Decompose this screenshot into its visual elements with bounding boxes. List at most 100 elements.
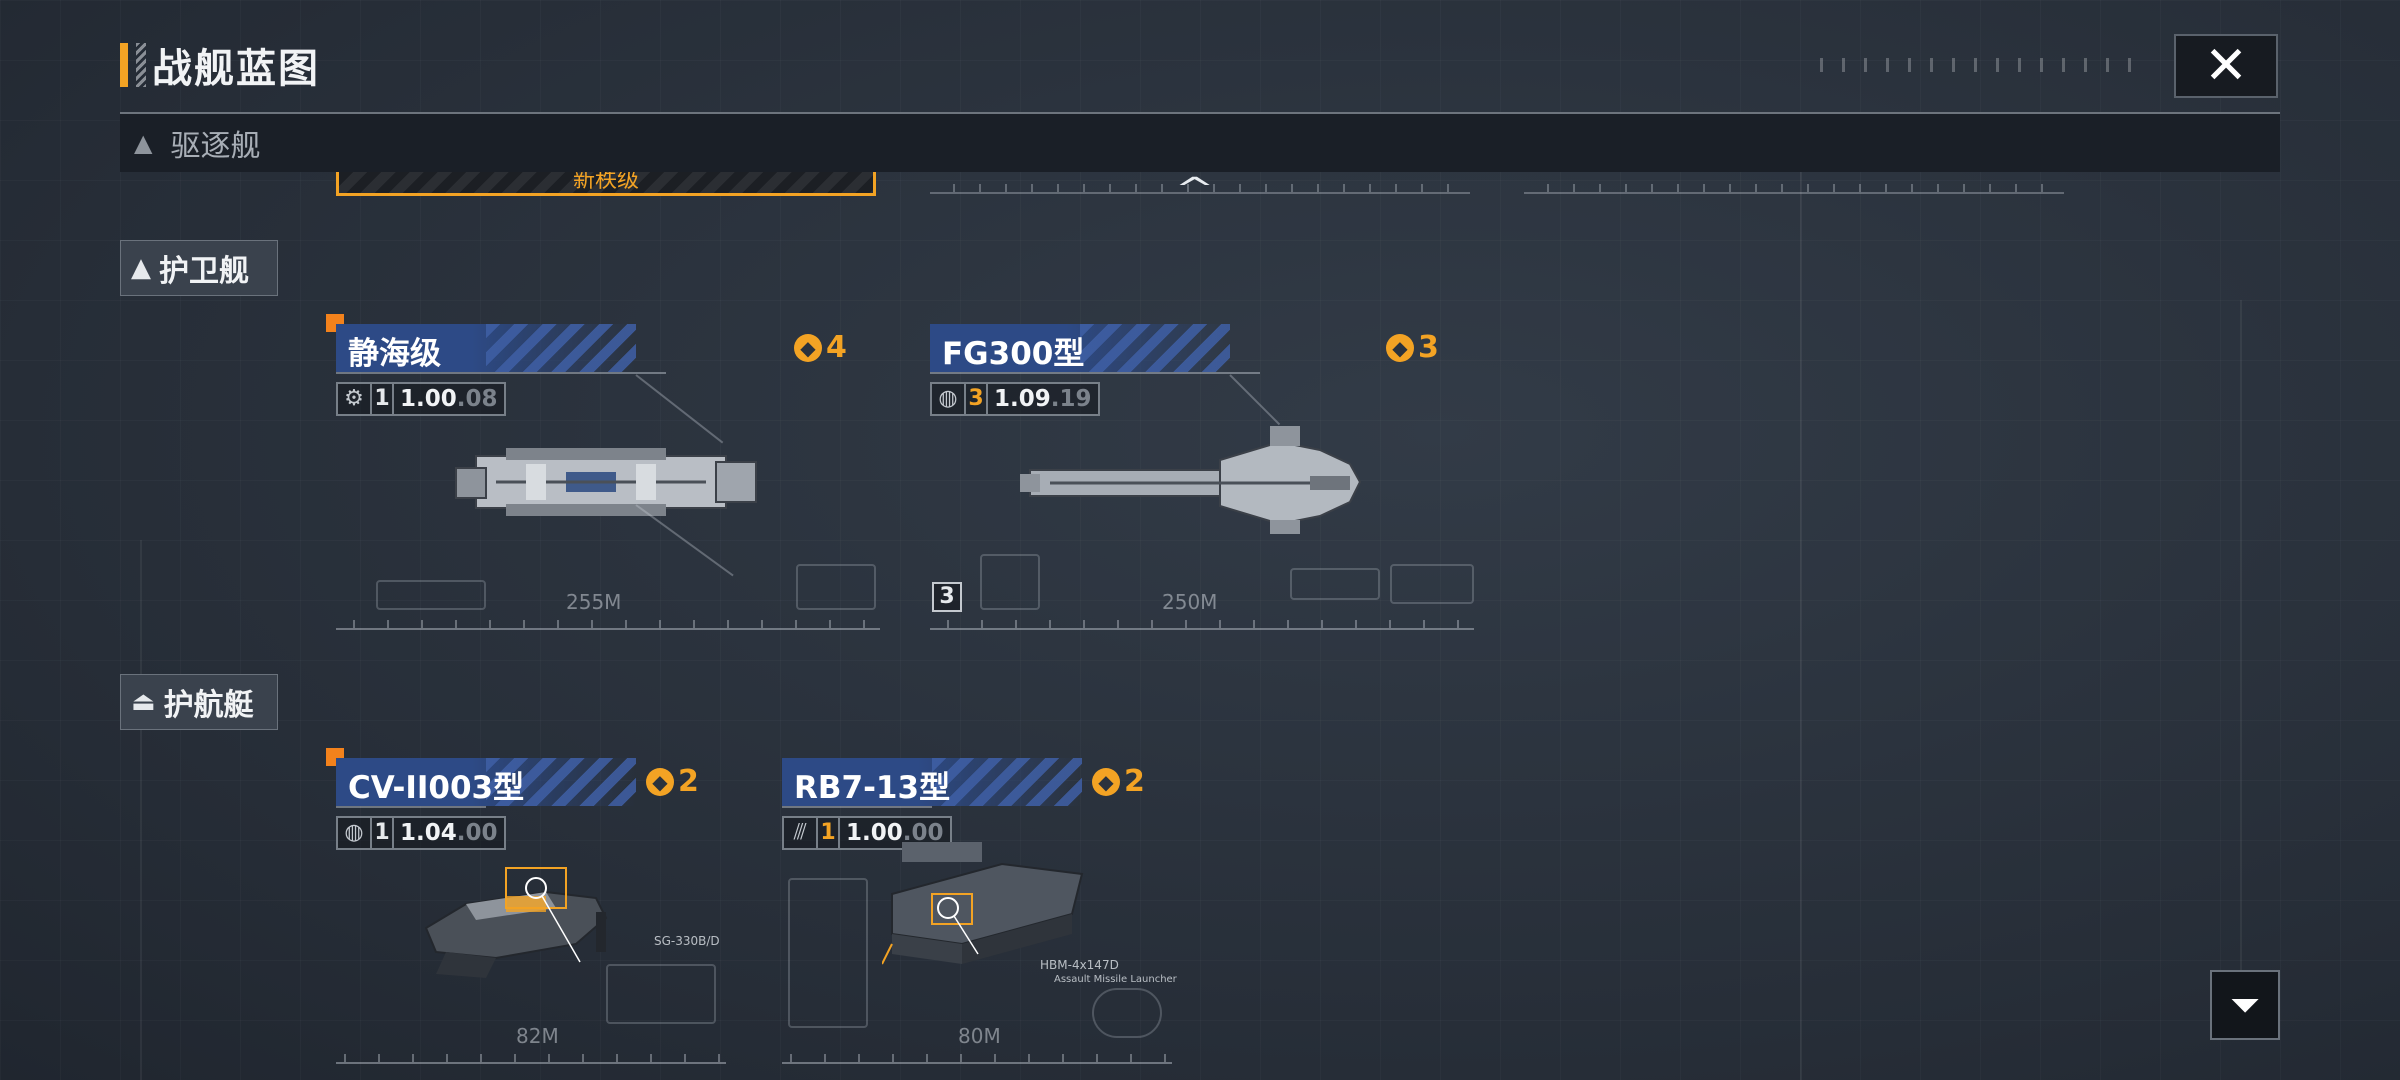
weapon-callout: SG-330B/D xyxy=(654,934,720,948)
blueprint-outline xyxy=(1092,988,1162,1038)
version-main: 1.00 xyxy=(846,820,903,846)
card-ruler xyxy=(782,1048,1172,1064)
blueprint-outline xyxy=(980,554,1040,610)
title-stripe xyxy=(136,43,146,87)
ship-name: CV-II003型 xyxy=(348,770,525,806)
category-label: 护卫舰 xyxy=(159,254,249,289)
stat-row: ⚙ 1 1.00.08 xyxy=(336,382,506,416)
blueprint-outline xyxy=(1290,568,1380,600)
blueprint-outline xyxy=(796,564,876,610)
version-value: 1.09.19 xyxy=(988,384,1098,414)
version-main: 1.09 xyxy=(994,386,1051,412)
ship-type-icon: ⚙ xyxy=(338,384,372,414)
ship-card-jinghai[interactable]: 静海级 ◆ 4 ⚙ 1 1.00.08 255M xyxy=(326,314,880,630)
ship-name: FG300型 xyxy=(942,336,1085,372)
tier-value: 1 xyxy=(818,818,840,848)
ship-image xyxy=(1020,426,1362,534)
version-main: 1.00 xyxy=(400,386,457,412)
level-badge: 3 xyxy=(932,582,962,612)
cost-value: 2 xyxy=(1124,764,1145,799)
destroyer-class-icon: ▲ xyxy=(134,129,153,157)
escort-class-icon: ⏏ xyxy=(131,687,156,717)
version-main: 1.04 xyxy=(400,820,457,846)
stat-row: ◍ 1 1.04.00 xyxy=(336,816,506,850)
filter-icon: ⏷ xyxy=(2229,982,2261,1027)
frigate-class-icon: ▲ xyxy=(131,253,151,283)
cost-value: 2 xyxy=(678,764,699,799)
cost-icon: ◆ xyxy=(1092,767,1120,796)
title-accent-bar xyxy=(120,43,128,87)
card-ruler xyxy=(930,614,1474,630)
name-plate-underline xyxy=(336,372,666,374)
category-label: 护航艇 xyxy=(163,688,254,723)
name-plate-underline xyxy=(782,806,932,808)
filter-button[interactable]: ⏷ xyxy=(2210,970,2280,1040)
globe-icon: ◍ xyxy=(338,818,372,848)
length-label: 80M xyxy=(958,1024,1001,1048)
length-label: 255M xyxy=(566,590,622,614)
length-label: 82M xyxy=(516,1024,559,1048)
name-plate: CV-II003型 xyxy=(336,758,636,806)
length-label: 250M xyxy=(1162,590,1218,614)
header-decoration xyxy=(1820,58,2140,72)
name-plate: FG300型 xyxy=(930,324,1230,372)
page-title: 战舰蓝图 xyxy=(152,46,320,92)
cost-icon: ◆ xyxy=(794,333,822,362)
ship-card-fg300[interactable]: FG300型 ◆ 3 ◍ 3 1.09.19 3 250M xyxy=(930,324,1474,630)
background-grid-line xyxy=(1800,150,1802,1080)
cost-value: 3 xyxy=(1418,330,1439,365)
version-value: 1.00.00 xyxy=(840,818,950,848)
version-value: 1.00.08 xyxy=(394,384,504,414)
cost-badge: ◆ 2 xyxy=(1092,764,1145,799)
blueprint-outline xyxy=(376,580,486,610)
cost-badge: ◆ 3 xyxy=(1386,330,1439,365)
cost-badge: ◆ 4 xyxy=(794,330,847,365)
tier-value: 1 xyxy=(372,818,394,848)
ship-name: 静海级 xyxy=(348,336,441,372)
ship-name: RB7-13型 xyxy=(794,770,951,806)
background-grid-line xyxy=(140,540,142,1080)
name-plate: 静海级 xyxy=(336,324,636,372)
name-plate: RB7-13型 xyxy=(782,758,1082,806)
blueprint-outline xyxy=(606,964,716,1024)
version-sub: .08 xyxy=(456,386,498,412)
faction-icon: ⫻ xyxy=(784,818,818,848)
weapon-callout: HBM-4x147D xyxy=(1040,958,1119,972)
card-ruler xyxy=(336,614,880,630)
ship-name-partial: 新秩级 xyxy=(572,172,639,193)
header-divider xyxy=(120,112,2280,114)
card-ruler-partial xyxy=(930,180,1470,194)
cost-value: 4 xyxy=(826,330,847,365)
scroll-up-icon[interactable]: ^ xyxy=(1174,172,1215,207)
cost-badge: ◆ 2 xyxy=(646,764,699,799)
card-ruler xyxy=(336,1048,726,1064)
ship-card-rb7-13[interactable]: RB7-13型 ◆ 2 ⫻ 1 1.00.00 HBM-4x147D Assau… xyxy=(782,758,1177,1064)
ship-image xyxy=(455,448,757,516)
category-label: 驱逐舰 xyxy=(170,129,261,164)
stat-row: ⫻ 1 1.00.00 xyxy=(782,816,952,850)
version-value: 1.04.00 xyxy=(394,818,504,848)
blueprint-outline xyxy=(788,878,868,1028)
blueprint-outline xyxy=(1390,564,1474,604)
ship-card-cv-ii003[interactable]: CV-II003型 ◆ 2 ◍ 1 1.04.00 SG-330B/D 82M xyxy=(326,748,726,1064)
tier-value: 1 xyxy=(372,384,394,414)
background-grid-line xyxy=(2240,300,2242,1000)
category-header-escort[interactable]: ⏏ 护航艇 xyxy=(120,674,278,730)
category-bar-destroyer[interactable]: ▲ 驱逐舰 xyxy=(120,114,2280,172)
globe-icon: ◍ xyxy=(932,384,966,414)
version-sub: .00 xyxy=(902,820,944,846)
close-icon: ✕ xyxy=(2204,36,2248,96)
ship-image xyxy=(882,842,1084,965)
close-button[interactable]: ✕ xyxy=(2174,34,2278,98)
version-sub: .00 xyxy=(456,820,498,846)
name-plate-underline xyxy=(930,372,1260,374)
cost-icon: ◆ xyxy=(646,767,674,796)
stat-row: ◍ 3 1.09.19 xyxy=(930,382,1100,416)
category-header-frigate[interactable]: ▲ 护卫舰 xyxy=(120,240,278,296)
leader-line xyxy=(1229,374,1281,426)
card-ruler-partial xyxy=(1524,180,2064,194)
tier-value: 3 xyxy=(966,384,988,414)
name-plate-underline xyxy=(336,806,486,808)
page-title-bar: 战舰蓝图 xyxy=(120,38,320,92)
ship-card-partial[interactable]: 新秩级 xyxy=(336,172,876,196)
